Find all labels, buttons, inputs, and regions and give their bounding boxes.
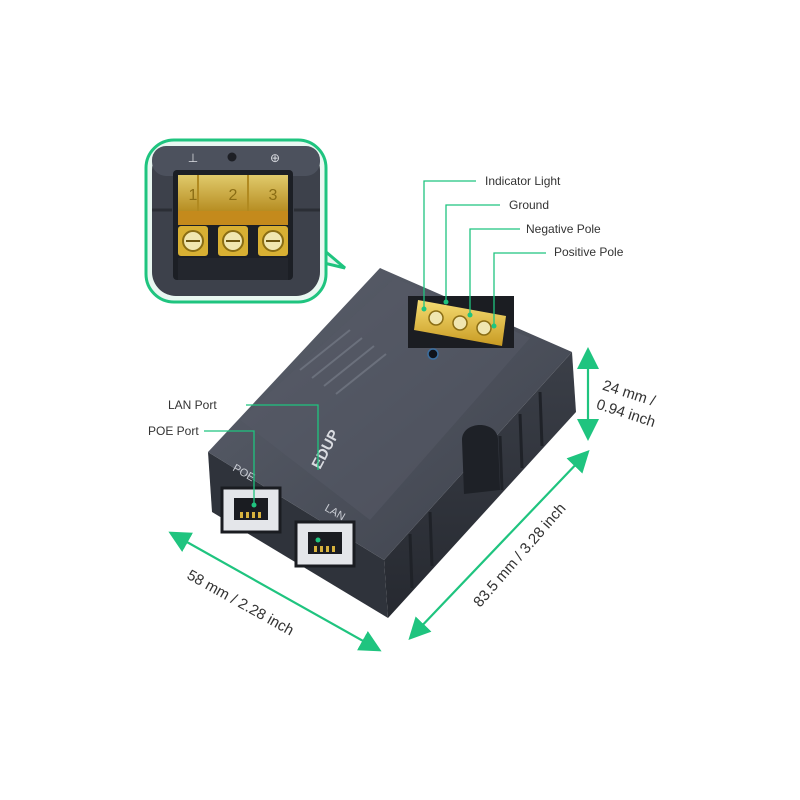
callout-line-negative: [469, 228, 520, 315]
length-arrow: [408, 450, 590, 640]
terminal-number-3: 3: [269, 187, 278, 204]
mount-notch: [462, 425, 500, 494]
callout-negative-pole: Negative Pole: [526, 222, 601, 236]
dimension-arrows: [168, 347, 599, 652]
terminal-number-1: 1: [189, 187, 198, 204]
length-dimension-label: 83.5 mm / 3.28 inch: [470, 500, 569, 611]
zoom-symbol-positive: ⊕: [270, 151, 280, 165]
zoom-indicator-led: [227, 152, 237, 162]
callout-ground: Ground: [509, 198, 550, 212]
terminal-screws: [178, 226, 288, 256]
callout-line-positive: [493, 252, 546, 326]
zoom-symbol-ground: ⊥: [188, 151, 198, 165]
callout-line-lan: [246, 404, 319, 470]
callout-indicator-light: Indicator Light: [485, 174, 561, 188]
width-arrow: [168, 531, 382, 652]
callout-line-poe: [204, 430, 255, 505]
callout-lan-port: LAN Port: [168, 398, 217, 412]
callout-positive-pole: Positive Pole: [554, 245, 624, 259]
indicator-led: [427, 348, 439, 360]
callout-lines: [204, 180, 546, 505]
callout-line-ground: [445, 204, 500, 302]
callout-line-indicator: [423, 180, 476, 309]
top-chevrons: [299, 329, 387, 395]
terminal-zoom-bubble: [144, 138, 346, 304]
width-dimension-label: 58 mm / 2.28 inch: [184, 567, 297, 640]
callout-poe-port: POE Port: [148, 424, 199, 438]
terminal-number-2: 2: [229, 187, 238, 204]
